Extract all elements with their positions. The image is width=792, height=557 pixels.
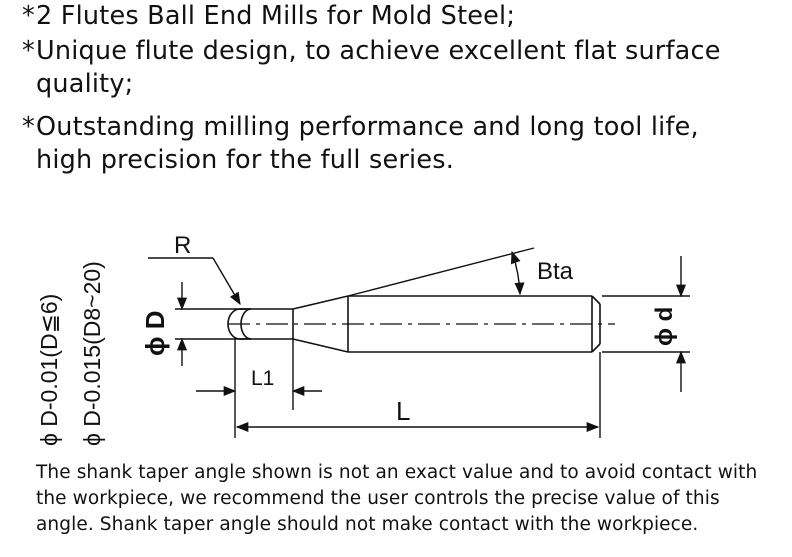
length-L-dimension — [235, 352, 601, 438]
tolerance-label-small: ϕ D-0.01(D≦6) — [36, 294, 62, 446]
shank-taper-note: The shank taper angle shown is not an ex… — [36, 462, 758, 535]
bullet-marker: * — [22, 36, 35, 66]
length-L1-dimension — [196, 339, 322, 438]
ball-end-mill-diagram: ϕ D-0.01(D≦6) ϕ D-0.015(D8~20) R Bta — [36, 232, 690, 446]
bullet-marker: * — [22, 112, 35, 142]
diameter-d-label: ϕ d — [651, 307, 678, 346]
feature-item-3: * Outstanding milling performance and lo… — [22, 111, 762, 177]
taper-angle-indicator — [347, 247, 535, 297]
radius-label: R — [174, 232, 191, 259]
length-L-label: L — [396, 396, 410, 426]
feature-text: Unique flute design, to achieve excellen… — [36, 36, 721, 99]
diameter-D-label: ϕ D — [140, 311, 170, 357]
diameter-D-dimension — [175, 282, 246, 366]
taper-angle-label: Bta — [537, 258, 574, 285]
feature-text: 2 Flutes Ball End Mills for Mold Steel; — [36, 1, 516, 31]
bullet-marker: * — [22, 1, 35, 31]
feature-text: Outstanding milling performance and long… — [36, 112, 699, 175]
feature-item-2: * Unique flute design, to achieve excell… — [22, 35, 762, 101]
feature-item-1: * 2 Flutes Ball End Mills for Mold Steel… — [22, 0, 782, 33]
length-L1-label: L1 — [251, 367, 274, 390]
radius-leader — [148, 257, 241, 306]
diameter-d-dimension — [602, 256, 690, 392]
tolerance-label-large: ϕ D-0.015(D8~20) — [79, 261, 105, 446]
